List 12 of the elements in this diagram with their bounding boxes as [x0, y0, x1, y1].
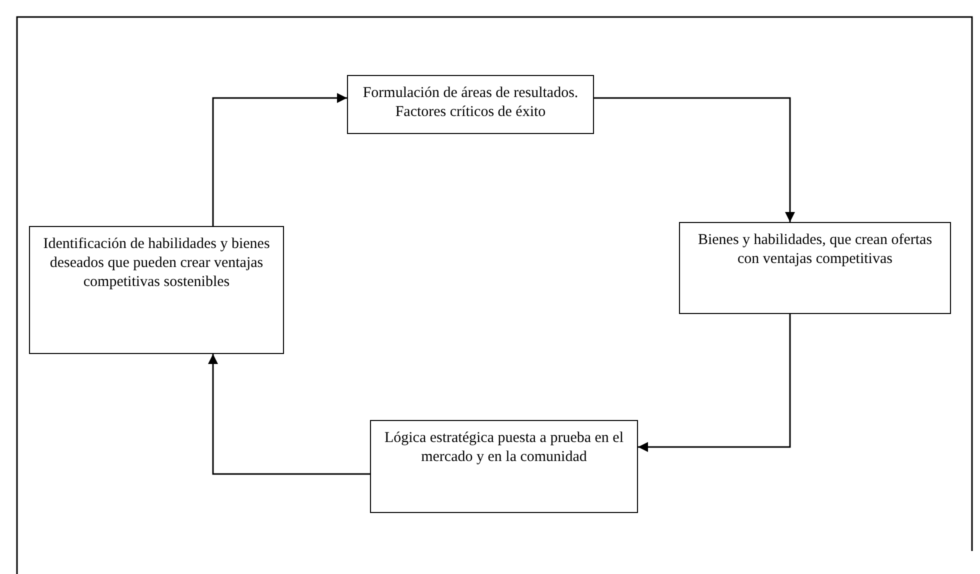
arrow: [594, 97, 795, 222]
arrow: [638, 314, 791, 452]
arrow: [212, 93, 347, 226]
box-text: Identificación de habilidades y bienes deseados que pueden crear ventajas competitivas sostenibles: [42, 235, 271, 292]
process-box: [29, 226, 284, 354]
box-text: Lógica estratégica puesta a prueba en el mercado y en la comunidad: [383, 429, 625, 467]
box-text: Bienes y habilidades, que crean ofertas con ventajas competitivas: [696, 231, 934, 269]
process-box: [370, 420, 638, 513]
process-box: [679, 222, 951, 314]
arrow: [208, 354, 370, 475]
box-text: Formulación de áreas de resultados. Factores críticos de éxito: [362, 84, 580, 122]
process-box: [347, 75, 594, 134]
